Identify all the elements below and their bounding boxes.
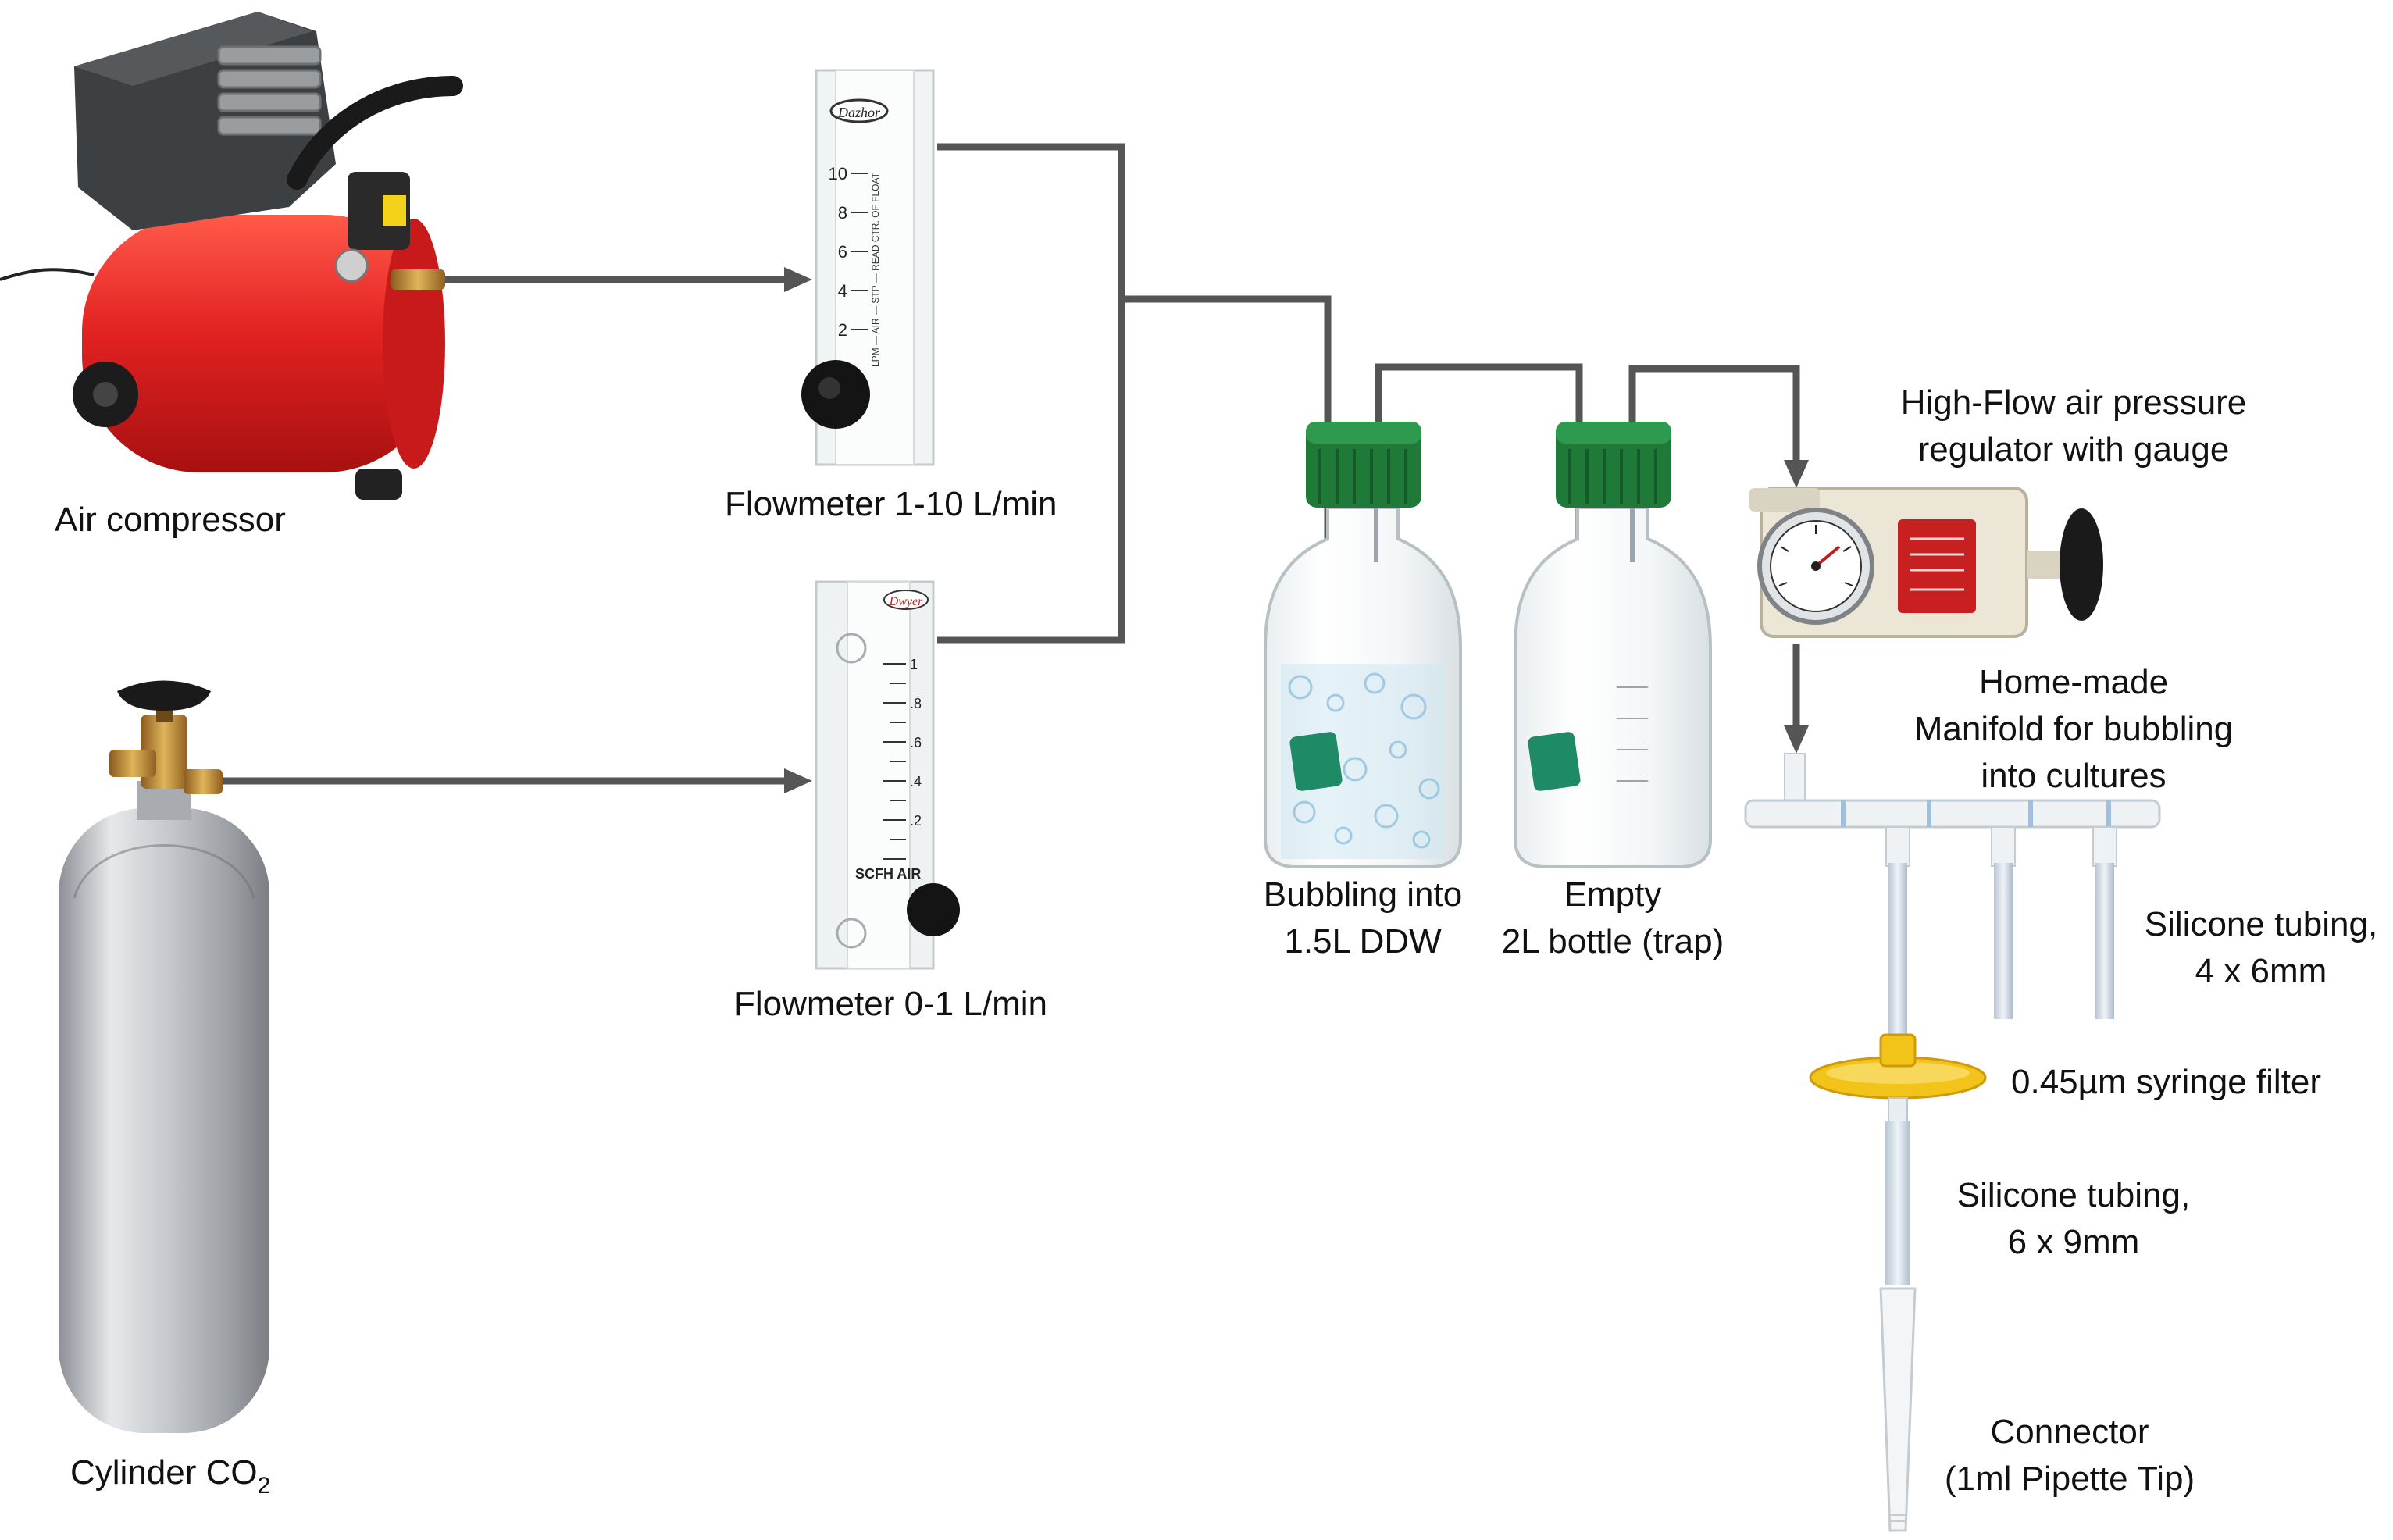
flowmeter-high-image: Dazhor 10 8 6 4 2 LPM — AIR — STP — READ… — [801, 69, 935, 466]
tubing-4x6-label-line2: 4 x 6mm — [2195, 952, 2327, 990]
tubing-4x6-label-line1: Silicone tubing, — [2145, 905, 2377, 943]
flowmeter-high-tick-10: 10 — [829, 164, 847, 184]
manifold-label-line2: Manifold for bubbling — [1914, 710, 2233, 748]
pipette-tip-connector-image — [1879, 1287, 1917, 1532]
manifold-label-line1: Home-made — [1979, 663, 2168, 701]
flowmeter-high-tick-2: 2 — [838, 320, 847, 340]
co2-cylinder-label-subscript: 2 — [258, 1473, 271, 1499]
co2-cylinder-label-main: Cylinder CO — [70, 1453, 258, 1492]
flowmeter-high-tick-8: 8 — [838, 203, 847, 223]
regulator-to-manifold-line — [1784, 644, 1809, 754]
trap-bottle-label-line1: Empty — [1564, 875, 1662, 914]
co2-cylinder-image — [59, 680, 269, 1433]
manifold-label-line3: into cultures — [1981, 757, 2166, 795]
trap-bottle-image — [1514, 422, 1712, 868]
bubbling-bottle-label-line2: 1.5L DDW — [1284, 922, 1442, 961]
flowmeter-low-tick-08: .8 — [910, 696, 922, 711]
bubbling-bottle-label-line1: Bubbling into — [1264, 875, 1462, 914]
pressure-regulator-image — [1749, 487, 2103, 638]
connector-label-line1: Connector — [1990, 1413, 2149, 1451]
tubing-6x9-image — [1885, 1121, 1910, 1285]
flowmeter-low-tick-06: .6 — [910, 735, 922, 750]
flowmeter-low-tick-1: 1 — [910, 657, 918, 672]
regulator-label-line2: regulator with gauge — [1918, 430, 2230, 469]
flowmeter-high-label: Flowmeter 1-10 L/min — [725, 485, 1057, 523]
air-line-to-flowmeter — [445, 267, 812, 292]
trap-to-regulator-line — [1628, 365, 1809, 488]
flowmeter-low-tick-02: .2 — [910, 813, 922, 829]
flowmeter-low-label: Flowmeter 0-1 L/min — [734, 985, 1047, 1023]
tubing-6x9-label-line2: 6 x 9mm — [2008, 1223, 2140, 1261]
trap-bottle-label-line2: 2L bottle (trap) — [1502, 922, 1724, 961]
co2-line-to-flowmeter — [223, 768, 812, 793]
flowmeter-low-unit: SCFH AIR — [855, 866, 921, 882]
syringe-filter-image — [1809, 1033, 1987, 1122]
flowmeter-low-tick-04: .4 — [910, 774, 922, 790]
tubing-6x9-label-line1: Silicone tubing, — [1957, 1176, 2190, 1214]
regulator-label-line1: High-Flow air pressure — [1901, 383, 2247, 422]
manifold-image — [1744, 753, 2161, 1050]
air-compressor-image — [0, 12, 463, 500]
bubbling-bottle-image — [1264, 422, 1462, 868]
flowmeter-high-scale-text: LPM — AIR — STP — READ CTR. OF FLOAT — [870, 172, 881, 367]
flowmeter-low-image: Dwyer 1 .8 .6 .4 .2 SCFH AIR — [815, 580, 960, 970]
connector-label-line2: (1ml Pipette Tip) — [1945, 1460, 2195, 1498]
flowmeter-high-tick-6: 6 — [838, 242, 847, 262]
flowmeter-low-brand: Dwyer — [889, 595, 923, 608]
co2-cylinder-label: Cylinder CO2 — [70, 1453, 270, 1499]
flowmeter-high-tick-4: 4 — [838, 281, 847, 301]
flowmeter-high-brand: Dazhor — [837, 105, 881, 120]
syringe-filter-label: 0.45µm syringe filter — [2011, 1063, 2321, 1101]
air-compressor-label: Air compressor — [55, 501, 286, 539]
